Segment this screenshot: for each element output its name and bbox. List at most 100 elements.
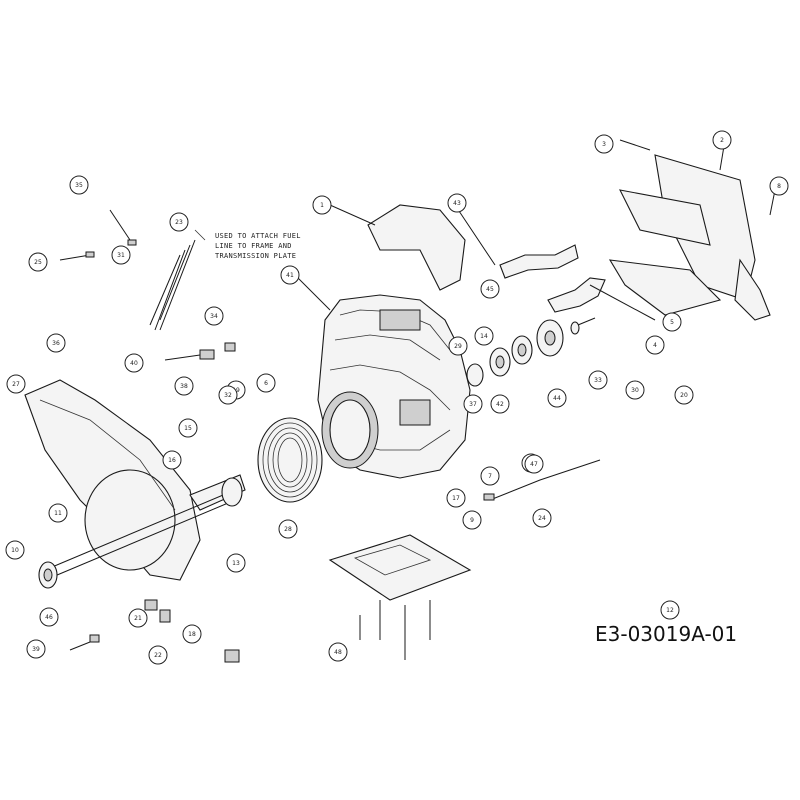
callout-circle (26, 639, 46, 659)
callout-circle (278, 519, 298, 539)
callout-circle (174, 376, 194, 396)
callout-38: 38 (174, 376, 194, 396)
callout-label: 37 (469, 401, 477, 408)
callout-label: 42 (496, 401, 504, 408)
callout-circle (226, 553, 246, 573)
callout-16: 16 (162, 450, 182, 470)
callout-label: 27 (12, 381, 20, 388)
callout-circle (39, 607, 59, 627)
callout-label: 11 (54, 510, 62, 517)
callout-label: 38 (180, 383, 188, 390)
muffler-assembly (608, 139, 776, 321)
callout-34: 34 (204, 306, 224, 326)
fuel-line (483, 459, 601, 501)
callout-label: 48 (334, 649, 342, 656)
callout-circle (490, 394, 510, 414)
callout-41: 41 (280, 265, 300, 285)
callout-label: 10 (11, 547, 19, 554)
callout-circle (169, 212, 189, 232)
callout-12: 12 (660, 600, 680, 620)
drive-shaft (38, 477, 243, 589)
callout-label: 17 (452, 495, 460, 502)
callout-label: 32 (224, 392, 232, 399)
callout-40: 40 (124, 353, 144, 373)
callout-circle (769, 176, 789, 196)
callout-14: 14 (474, 326, 494, 346)
callout-36: 36 (46, 333, 66, 353)
callout-label: 8 (777, 183, 781, 190)
callout-label: 35 (75, 182, 83, 189)
callout-label: 39 (32, 646, 40, 653)
callout-13: 13 (226, 553, 246, 573)
callout-circle (6, 374, 26, 394)
callout-label: 14 (480, 333, 488, 340)
note-line-2: LINE TO FRAME AND (215, 242, 292, 250)
callout-label: 30 (631, 387, 639, 394)
drawing-code-label: E3-03019A-01 (595, 622, 738, 646)
callout-29: 29 (448, 336, 468, 356)
callout-circle (625, 380, 645, 400)
callout-45: 45 (480, 279, 500, 299)
callout-label: 2 (720, 137, 724, 144)
callout-circle (46, 333, 66, 353)
callout-21: 21 (128, 608, 148, 628)
callout-circle (178, 418, 198, 438)
note-line-3: TRANSMISSION PLATE (215, 252, 296, 260)
callout-label: 40 (130, 360, 138, 367)
callout-3: 3 (594, 134, 614, 154)
callout-31: 31 (111, 245, 131, 265)
hardware-bits (59, 209, 240, 663)
callout-label: 12 (666, 607, 674, 614)
callout-circle (69, 175, 89, 195)
callout-label: 24 (538, 515, 546, 522)
callout-circle (148, 645, 168, 665)
callout-43: 43 (447, 193, 467, 213)
callout-label: 3 (602, 141, 606, 148)
callout-label: 23 (175, 219, 183, 226)
callout-label: 25 (34, 259, 42, 266)
callout-circle (480, 466, 500, 486)
callout-39: 39 (26, 639, 46, 659)
callout-46: 46 (39, 607, 59, 627)
engine-shroud (329, 204, 466, 291)
engine-block (289, 269, 471, 479)
callout-circle (328, 642, 348, 662)
callout-circle (588, 370, 608, 390)
callout-1: 1 (312, 195, 332, 215)
callout-5: 5 (662, 312, 682, 332)
callout-circle (524, 454, 544, 474)
callout-2: 2 (712, 130, 732, 150)
blower-housing (24, 379, 246, 581)
callout-label: 5 (670, 319, 674, 326)
callout-label: 41 (286, 272, 294, 279)
callout-label: 34 (210, 313, 218, 320)
callout-28: 28 (278, 519, 298, 539)
callout-circle (256, 373, 276, 393)
callout-44: 44 (547, 388, 567, 408)
callout-label: 13 (232, 560, 240, 567)
callout-circle (712, 130, 732, 150)
callout-circle (182, 624, 202, 644)
callout-label: 33 (594, 377, 602, 384)
callout-27: 27 (6, 374, 26, 394)
callout-23: 23 (169, 212, 189, 232)
callout-label: 4 (653, 342, 657, 349)
note-line-1: USED TO ATTACH FUEL (215, 232, 301, 240)
callout-37: 37 (463, 394, 483, 414)
callout-30: 30 (625, 380, 645, 400)
callout-label: 1 (320, 202, 324, 209)
callout-circle (446, 488, 466, 508)
callout-circle (463, 394, 483, 414)
callout-circle (28, 252, 48, 272)
callout-circle (474, 326, 494, 346)
callout-label: 36 (52, 340, 60, 347)
callout-label: 28 (284, 526, 292, 533)
callout-circle (218, 385, 238, 405)
assembly-note: USED TO ATTACH FUEL LINE TO FRAME AND TR… (215, 232, 301, 260)
callout-label: 22 (154, 652, 162, 659)
callout-circle (111, 245, 131, 265)
callout-circle (674, 385, 694, 405)
callout-label: 31 (117, 252, 125, 259)
callout-42: 42 (490, 394, 510, 414)
